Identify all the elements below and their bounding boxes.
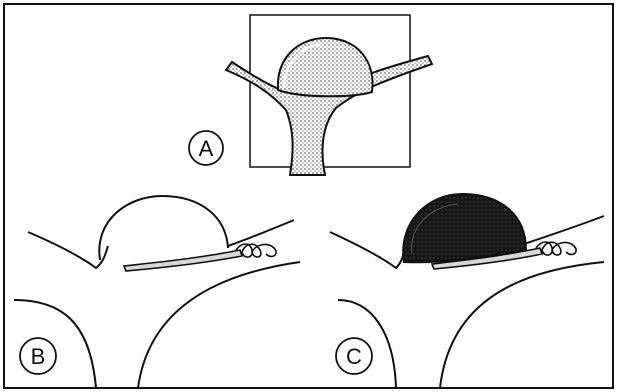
panel-b-vessel-branch-wall bbox=[228, 220, 294, 246]
panel-b: B bbox=[14, 196, 300, 388]
panel-c-aneurysm-coiled bbox=[403, 194, 526, 262]
panel-a-aneurysm bbox=[278, 38, 373, 96]
panel-c-vessel-branch-wall bbox=[524, 216, 604, 244]
panel-a: A bbox=[189, 15, 432, 175]
panel-b-label: B bbox=[20, 338, 56, 374]
panel-a-label-text: A bbox=[199, 136, 214, 161]
panel-b-label-text: B bbox=[31, 344, 46, 369]
panel-b-vessel-left-wall bbox=[28, 232, 108, 268]
panel-a-label: A bbox=[189, 131, 223, 165]
panel-c-vessel-left-wall bbox=[330, 232, 404, 268]
panel-b-vessel-lower-wall bbox=[14, 262, 300, 388]
panel-b-catheter bbox=[124, 250, 242, 271]
panel-c-label-text: C bbox=[346, 344, 362, 369]
panel-b-aneurysm bbox=[99, 196, 228, 260]
panel-c-vessel-lower-wall bbox=[338, 262, 604, 388]
panel-c-label: C bbox=[336, 338, 372, 374]
panel-c: C bbox=[330, 194, 604, 388]
